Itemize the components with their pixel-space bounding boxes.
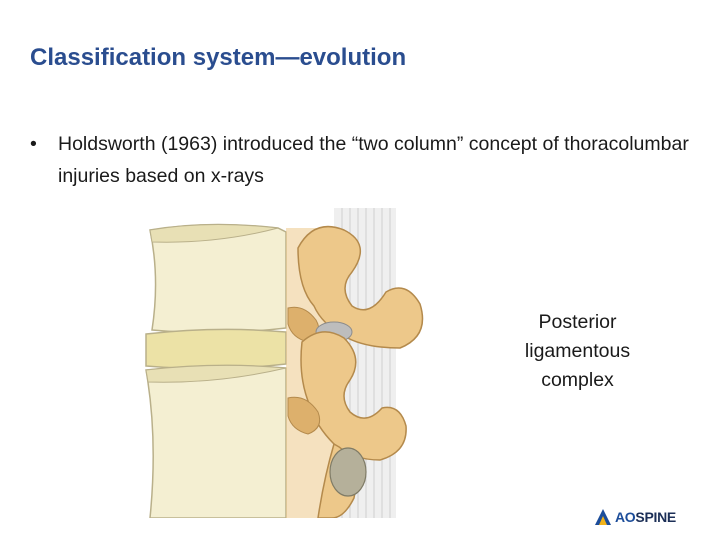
spinous-process-tip xyxy=(329,447,367,497)
bullet-item: • Holdsworth (1963) introduced the “two … xyxy=(30,128,700,192)
intervertebral-disc xyxy=(145,328,287,370)
slide-title: Classification system—evolution xyxy=(30,44,407,71)
bullet-text: Holdsworth (1963) introduced the “two co… xyxy=(58,133,689,187)
figure-label-line-1: Posterior xyxy=(538,311,617,333)
logo-suffix: SPINE xyxy=(635,509,676,525)
upper-posterior-elements xyxy=(287,225,424,349)
upper-vertebral-body xyxy=(149,223,287,334)
logo-prefix: AO xyxy=(615,509,636,525)
lower-posterior-elements xyxy=(287,331,407,518)
figure-label-line-3: complex xyxy=(541,369,614,391)
figure-label: Posterior ligamentous complex xyxy=(500,308,655,395)
spine-illustration xyxy=(145,208,424,518)
lower-vertebral-body xyxy=(145,364,287,518)
aospine-logo-icon xyxy=(595,509,611,525)
figure-label-line-2: ligamentous xyxy=(524,340,631,362)
aospine-logo-text: AOSPINE xyxy=(615,509,676,525)
aospine-logo: AOSPINE xyxy=(593,507,683,529)
bullet-marker: • xyxy=(30,133,37,155)
